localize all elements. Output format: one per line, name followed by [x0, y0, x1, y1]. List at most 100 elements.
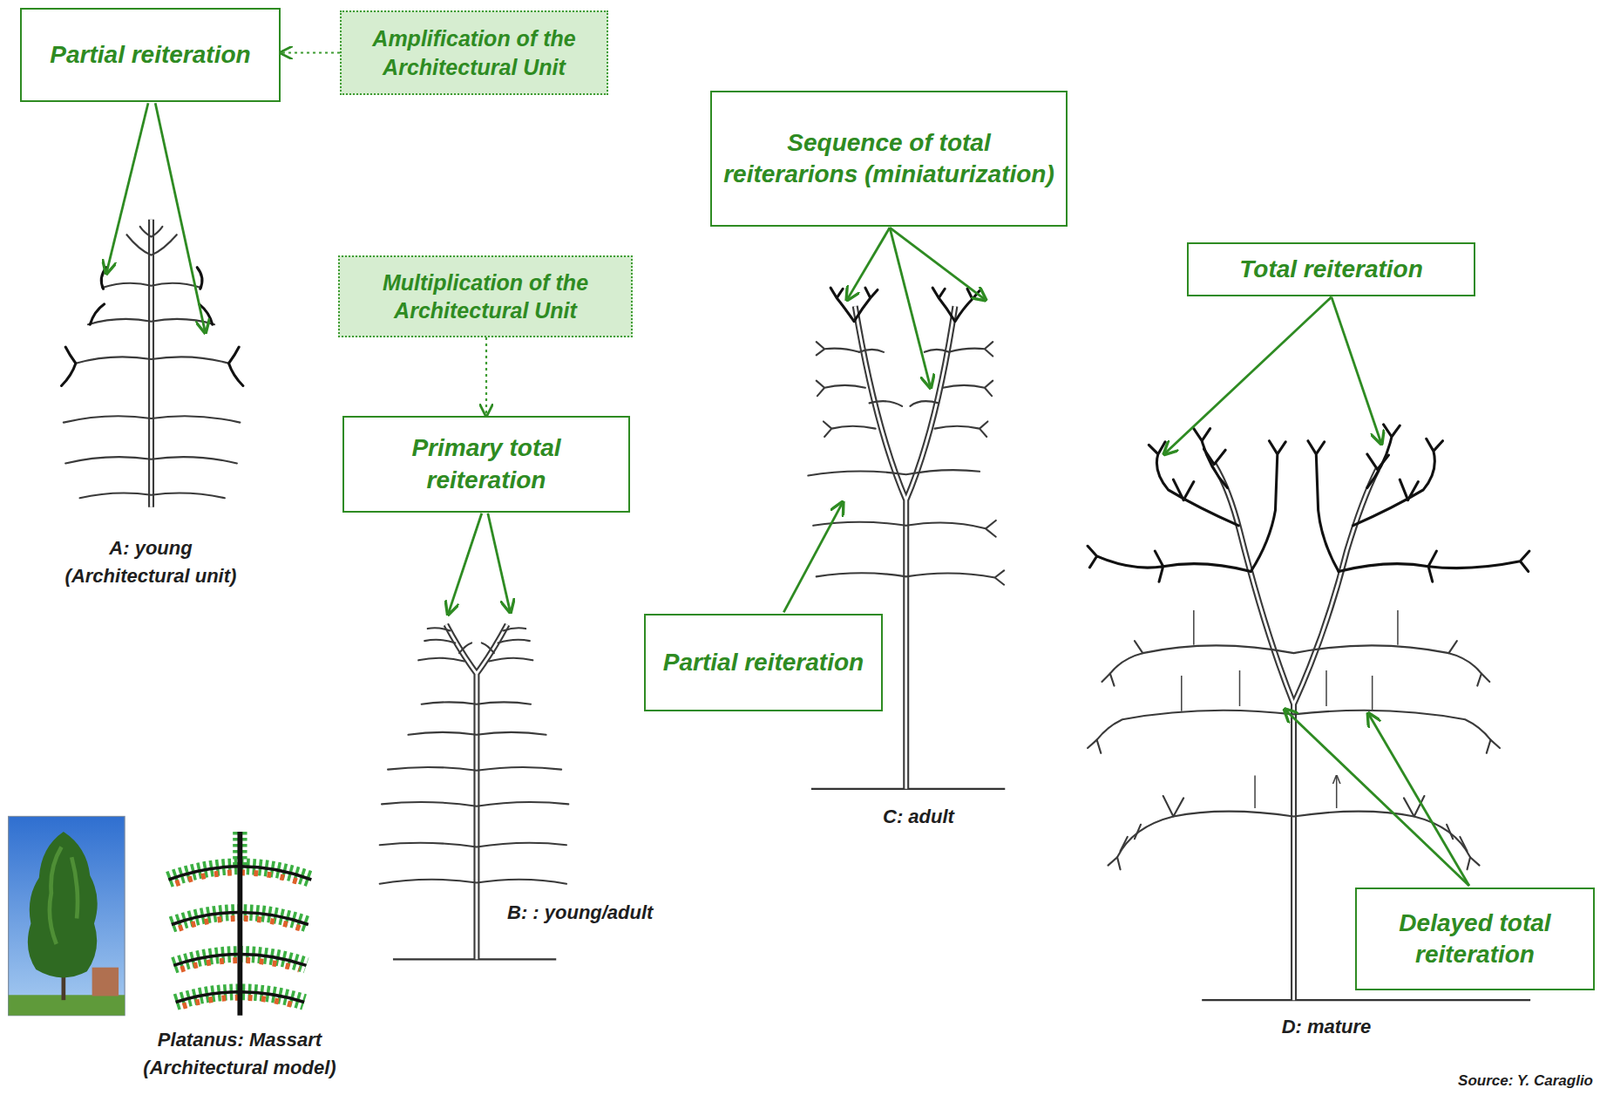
- tree-young-part: [75, 356, 230, 363]
- tree-mature-part: [1110, 644, 1482, 673]
- tree-mature-part: [1087, 545, 1251, 582]
- tree-mature-part: [1338, 550, 1530, 582]
- box-text: Sequence of total reiterarions (miniatur…: [722, 127, 1056, 191]
- tree-mature-part: [1446, 673, 1500, 870]
- tree-mature-part: [1201, 998, 1531, 1001]
- tree-adult-part: [823, 420, 876, 437]
- tree-mature-part: [1117, 811, 1471, 858]
- tree-young-adult-part: [381, 801, 569, 807]
- partial-reiteration-shoot-part: [89, 304, 212, 325]
- platanus-photo: [8, 815, 125, 1015]
- tree-young-part: [63, 415, 241, 422]
- tree-young-part: [149, 219, 153, 508]
- tree-adult: [807, 287, 1005, 789]
- tree-adult-part: [816, 341, 860, 355]
- tree-adult-part: [854, 305, 956, 789]
- tree-mature-part: [1308, 440, 1339, 572]
- tree-young-adult-part: [446, 623, 508, 959]
- leader-arrow-part: [889, 227, 986, 300]
- label-box: Partial reiteration: [20, 7, 281, 102]
- tree-young-part: [126, 226, 177, 256]
- tree-mature-part: [1352, 438, 1443, 525]
- label-box: Primary total reiteration: [342, 415, 631, 513]
- tree-mature-part: [1213, 464, 1377, 1001]
- tree-young-part: [65, 456, 238, 463]
- leader-arrow-part: [1331, 297, 1382, 445]
- box-text: Multiplication of the Architectural Unit: [350, 268, 621, 326]
- tree-young-part: [101, 283, 202, 288]
- leader-arrow-part: [447, 513, 482, 615]
- tree-adult-part: [949, 341, 993, 356]
- platanus-photo-part: [92, 967, 119, 997]
- figure-label: (Architectural unit): [65, 564, 238, 588]
- leader-arrow-part: [889, 227, 931, 388]
- tree-adult-part: [813, 520, 997, 537]
- tree-adult-part: [816, 380, 866, 397]
- box-text: Primary total reiteration: [354, 432, 618, 496]
- leader-arrow-part: [106, 102, 149, 273]
- platanus-photo-part: [8, 994, 125, 1015]
- box-text: Partial reiteration: [49, 39, 251, 71]
- tree-adult-part: [909, 349, 949, 407]
- tree-mature-part: [1181, 610, 1398, 808]
- leader-arrow-part: [1368, 712, 1470, 886]
- box-text: Total reiteration: [1239, 253, 1424, 285]
- tree-adult-part: [932, 287, 980, 322]
- dotted-arrow: [280, 51, 340, 54]
- leader-arrow-part: [488, 513, 511, 613]
- tree-mature-part: [1213, 464, 1377, 1001]
- tree-adult-part: [859, 349, 902, 407]
- tree-adult-part: [830, 287, 878, 322]
- tree-adult-part: [942, 380, 993, 397]
- tree-adult-part: [807, 469, 980, 475]
- leader-arrow-part: [847, 227, 890, 300]
- figure-label: A: young: [108, 536, 192, 560]
- massart-model: [168, 831, 312, 1016]
- tree-young-adult-part: [427, 627, 526, 631]
- box-text: Amplification of the Architectural Unit: [352, 24, 597, 82]
- tree-young-adult-part: [408, 732, 547, 735]
- tree-young-adult-part: [379, 879, 567, 884]
- tree-young-part: [148, 219, 155, 508]
- tree-young-adult-part: [379, 842, 567, 848]
- label-box: Sequence of total reiterarions (miniatur…: [710, 90, 1068, 227]
- note-box: Amplification of the Architectural Unit: [339, 10, 609, 95]
- tree-young-adult-part: [446, 623, 508, 959]
- label-box: Delayed total reiteration: [1355, 887, 1595, 990]
- tree-young-part: [80, 492, 225, 498]
- tree-mature-part: [1367, 424, 1400, 489]
- figure-label: D: mature: [1281, 1015, 1372, 1038]
- tree-adult-part: [816, 569, 1004, 584]
- tree-young-adult-part: [418, 657, 533, 662]
- note-box: Multiplication of the Architectural Unit: [338, 255, 633, 338]
- tree-adult-part: [854, 305, 956, 789]
- platanus-photo-part: [49, 847, 78, 944]
- platanus-photo-part: [27, 831, 98, 977]
- figure-label: C: adult: [882, 805, 955, 828]
- label-box: Partial reiteration: [644, 613, 883, 712]
- partial-reiteration-shoot-part: [101, 267, 203, 290]
- leader-arrow-part: [1164, 297, 1332, 455]
- partial-reiteration-shoot-part: [61, 346, 244, 386]
- leader-arrow-part: [155, 102, 205, 333]
- tree-mature-part: [1204, 448, 1390, 469]
- figure-label: Source: Y. Caraglio: [1457, 1071, 1594, 1090]
- tree-mature-part: [1134, 640, 1458, 816]
- tree-mature-part: [1250, 440, 1286, 572]
- figure-label: Platanus: Massart: [157, 1028, 322, 1051]
- tree-young: [63, 219, 241, 508]
- label-box: Total reiteration: [1186, 242, 1476, 297]
- tree-adult-part: [935, 420, 989, 437]
- massart-model-part: [237, 831, 243, 1016]
- box-text: Delayed total reiteration: [1367, 907, 1583, 971]
- partial-reiteration-shoot: [61, 267, 244, 387]
- tree-mature-part: [1097, 710, 1492, 740]
- tree-young-adult-part: [459, 642, 495, 653]
- tree-young-part: [88, 318, 215, 325]
- platanus-photo-part: [8, 815, 125, 1015]
- tree-young-adult-part: [421, 701, 531, 704]
- tree-young-adult-part: [424, 639, 530, 644]
- leader-arrow-part: [783, 501, 843, 612]
- dotted-arrow: [485, 337, 488, 416]
